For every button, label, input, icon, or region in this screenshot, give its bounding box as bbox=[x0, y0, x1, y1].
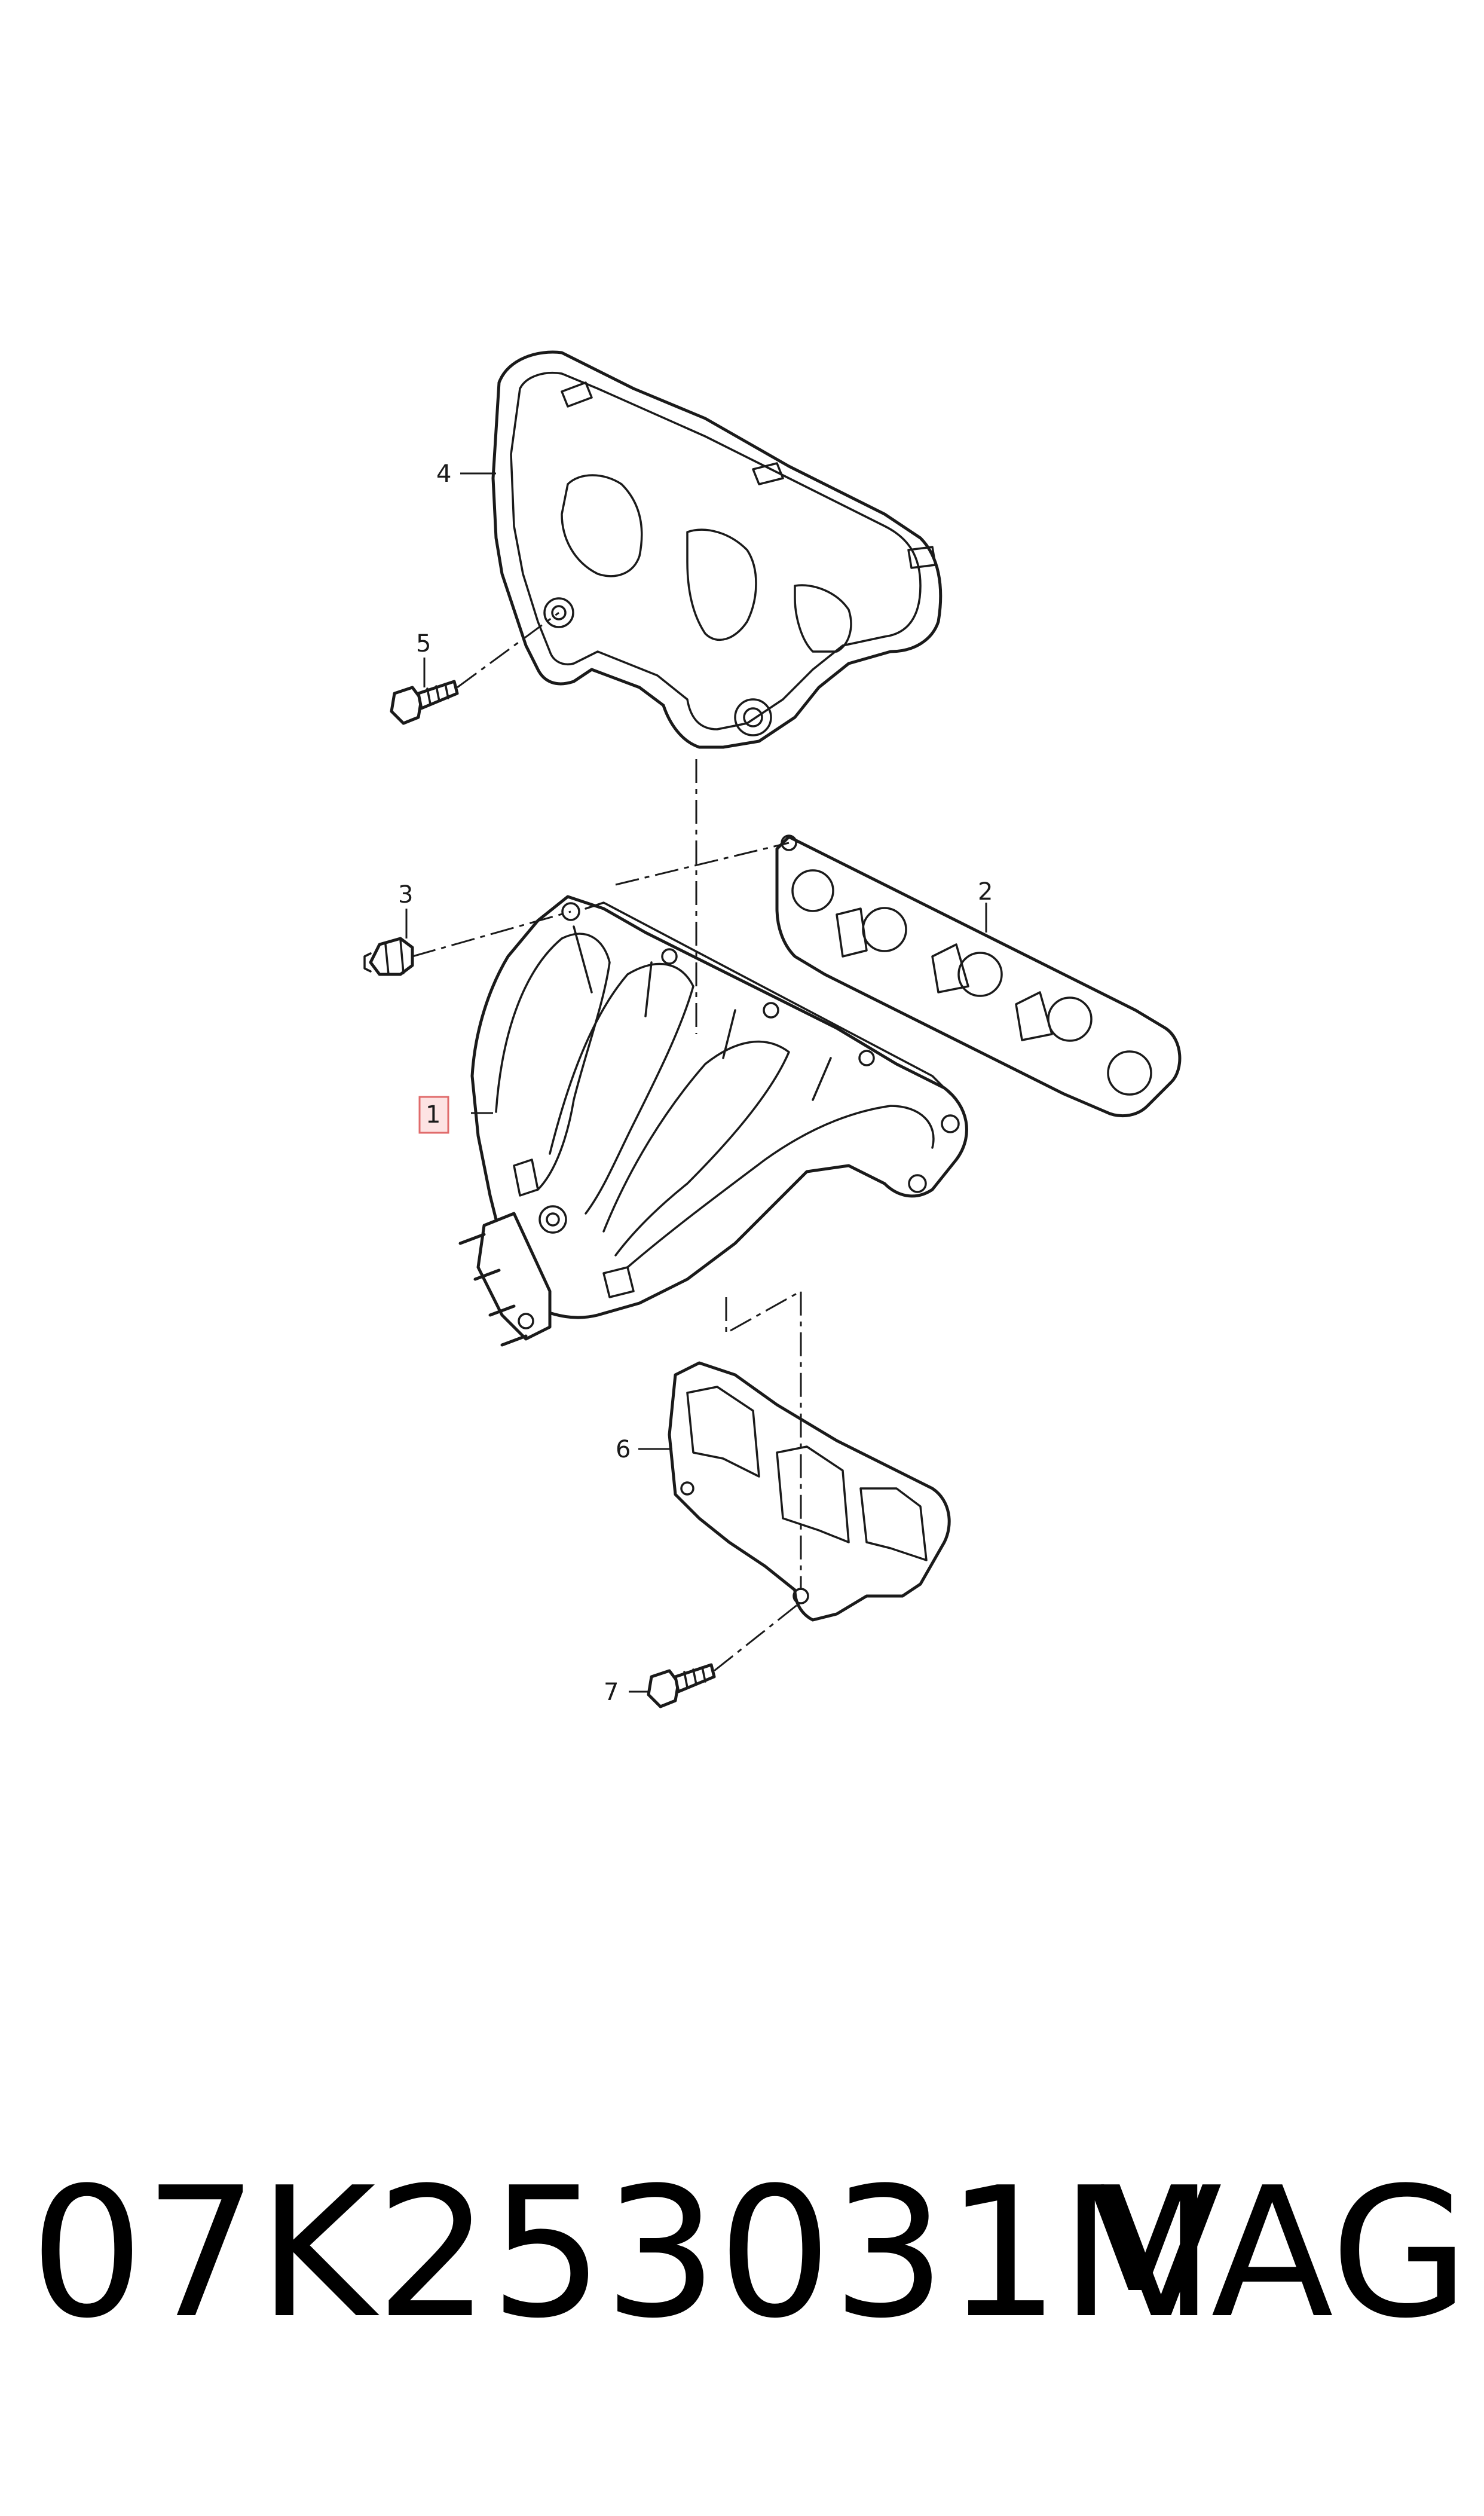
nut bbox=[363, 937, 414, 976]
callout-1: 1 bbox=[426, 1101, 440, 1129]
manifold-gasket bbox=[775, 834, 1182, 1118]
footer: 07K253031M VAG bbox=[0, 2164, 1484, 2415]
callout-3: 3 bbox=[398, 881, 413, 909]
part-number: 07K253031M bbox=[30, 2149, 1215, 2358]
callout-7: 7 bbox=[604, 1679, 619, 1706]
callout-1-highlight bbox=[418, 1096, 449, 1134]
leader-lines bbox=[405, 472, 987, 1693]
callout-labels: 1 2 3 4 5 6 7 bbox=[398, 460, 993, 1706]
callout-6: 6 bbox=[616, 1436, 631, 1463]
assembly-lines bbox=[412, 612, 802, 1672]
callout-2: 2 bbox=[978, 878, 993, 906]
exhaust-manifold bbox=[458, 895, 968, 1347]
heat-shield-upper bbox=[491, 350, 943, 749]
brand-name: VAG bbox=[1100, 2149, 1470, 2358]
bolt-lower bbox=[647, 1663, 716, 1708]
bolt-upper bbox=[390, 680, 459, 725]
callout-4: 4 bbox=[436, 460, 451, 488]
callout-5: 5 bbox=[416, 630, 431, 658]
heat-shield-lower bbox=[668, 1361, 951, 1622]
